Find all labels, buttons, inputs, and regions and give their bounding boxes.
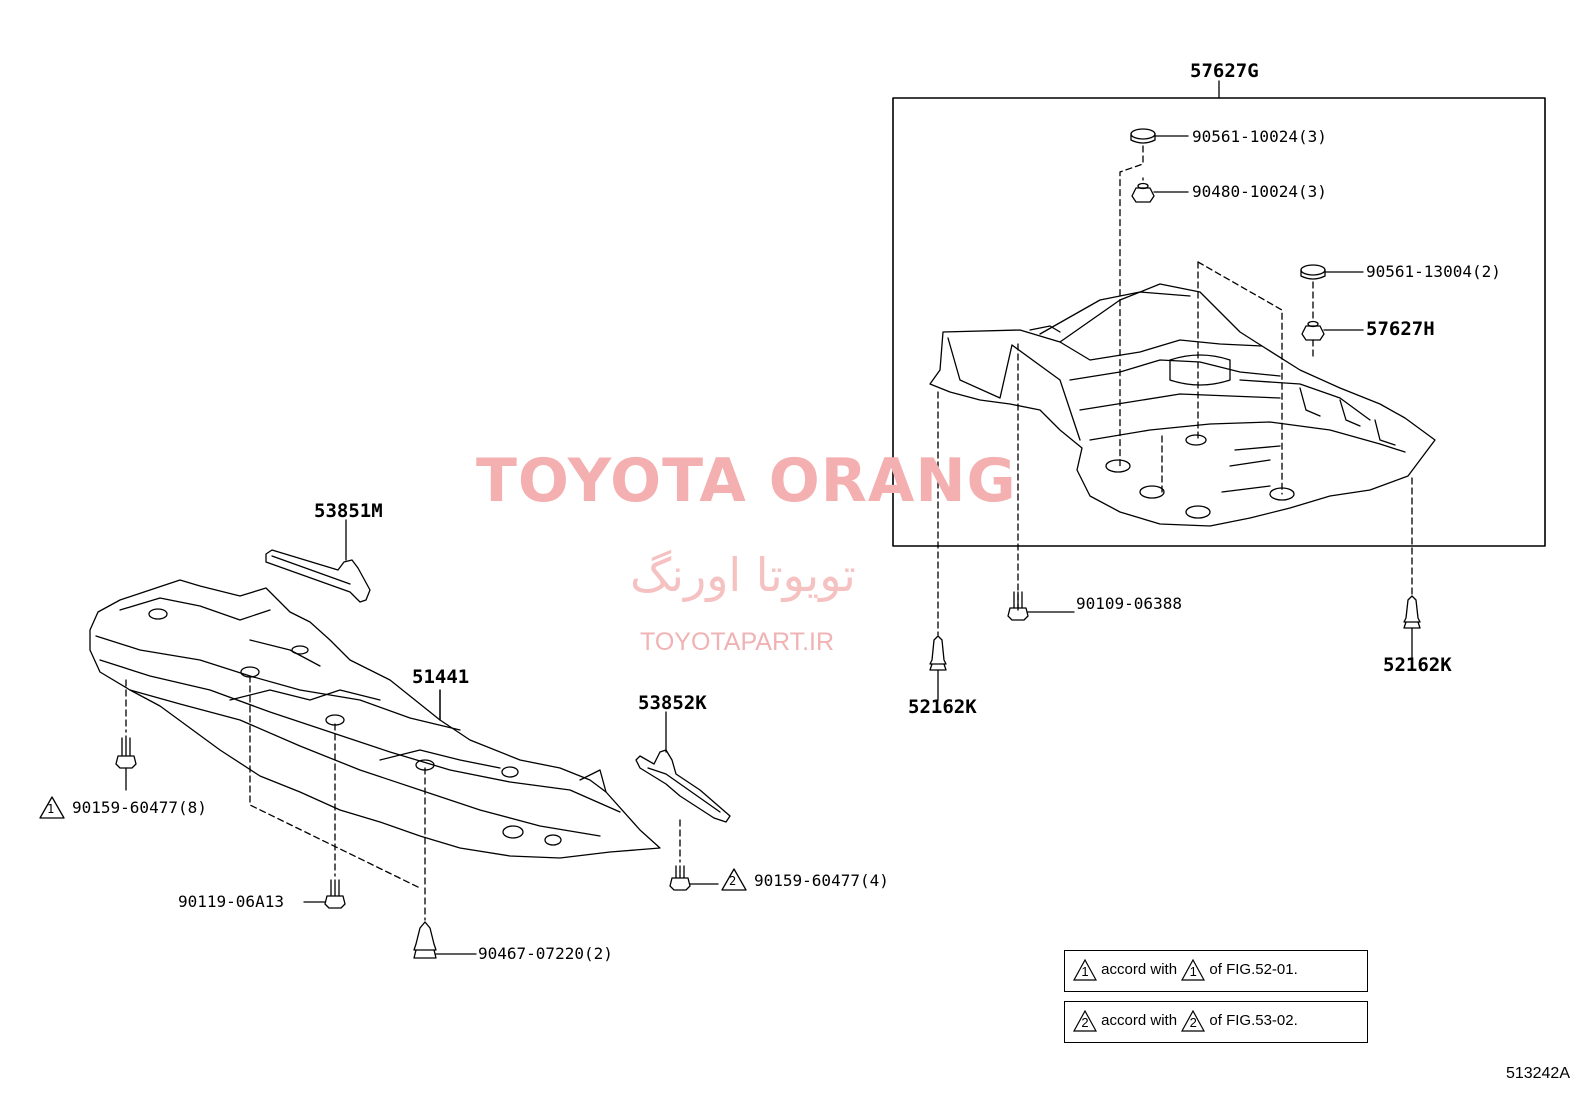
- legend-row-1: 1 accord with 1 of FIG.52-01.: [1064, 950, 1368, 992]
- label-90561-10024[interactable]: 90561-10024(3): [1192, 127, 1327, 146]
- triangle-icon: 2: [1073, 1010, 1097, 1032]
- nut-57627H: [1301, 320, 1364, 341]
- label-57627G[interactable]: 57627G: [1190, 60, 1259, 82]
- retainer-90561-13004: [1300, 264, 1364, 280]
- legend-2-text-b: of FIG.53-02.: [1209, 1011, 1298, 1029]
- label-90159-60477-8[interactable]: 90159-60477(8): [72, 798, 207, 817]
- label-51441[interactable]: 51441: [412, 666, 470, 688]
- bracket-53852K: [635, 711, 731, 823]
- legend-2-text-a: accord with: [1101, 1011, 1178, 1029]
- marker-2-triangle: [721, 868, 747, 891]
- label-52162K-left[interactable]: 52162K: [908, 696, 977, 718]
- label-90159-60477-4[interactable]: 90159-60477(4): [754, 871, 889, 890]
- marker-1-label: 1: [47, 802, 55, 816]
- retainer-90561-10024: [1130, 128, 1189, 144]
- clip-52162K-right: [1403, 595, 1421, 661]
- label-57627H[interactable]: 57627H: [1366, 318, 1435, 340]
- label-52162K-right[interactable]: 52162K: [1383, 654, 1452, 676]
- engine-under-cover-51441: [89, 579, 661, 859]
- engine-under-cover-right: [929, 283, 1436, 527]
- bracket-53851M: [265, 519, 371, 603]
- triangle-icon: 2: [1181, 1010, 1206, 1032]
- bolt-90159-60477-8: [115, 735, 137, 791]
- marker-2-label: 2: [729, 874, 737, 888]
- watermark-title: TOYOTA ORANG: [476, 446, 1017, 516]
- watermark-persian: تویوتا اورنگ: [630, 548, 856, 602]
- label-53852K[interactable]: 53852K: [638, 692, 707, 714]
- clip-52162K-left: [929, 635, 947, 701]
- bolt-90159-60477-4: [669, 865, 719, 891]
- label-90109-06388[interactable]: 90109-06388: [1076, 594, 1182, 613]
- legend-1-text-b: of FIG.52-01.: [1209, 960, 1298, 978]
- label-90119-06A13[interactable]: 90119-06A13: [178, 892, 284, 911]
- legend-row-2: 2 accord with 2 of FIG.53-02.: [1064, 1001, 1368, 1043]
- label-90467-07220[interactable]: 90467-07220(2): [478, 944, 613, 963]
- marker-1-triangle: [39, 796, 65, 819]
- label-90561-13004[interactable]: 90561-13004(2): [1366, 262, 1501, 281]
- watermark-url: TOYOTAPART.IR: [640, 628, 835, 656]
- triangle-icon: 1: [1073, 959, 1097, 981]
- label-90480-10024[interactable]: 90480-10024(3): [1192, 182, 1327, 201]
- figure-code: 513242A: [1505, 1065, 1570, 1082]
- triangle-icon: 1: [1181, 959, 1206, 981]
- nut-90480-10024: [1131, 182, 1189, 203]
- legend-1-text-a: accord with: [1101, 960, 1178, 978]
- clip-90467-07220: [413, 921, 477, 959]
- bolt-90119-06A13: [303, 879, 346, 909]
- label-53851M[interactable]: 53851M: [314, 500, 383, 522]
- bolt-90109-06388: [1007, 591, 1075, 621]
